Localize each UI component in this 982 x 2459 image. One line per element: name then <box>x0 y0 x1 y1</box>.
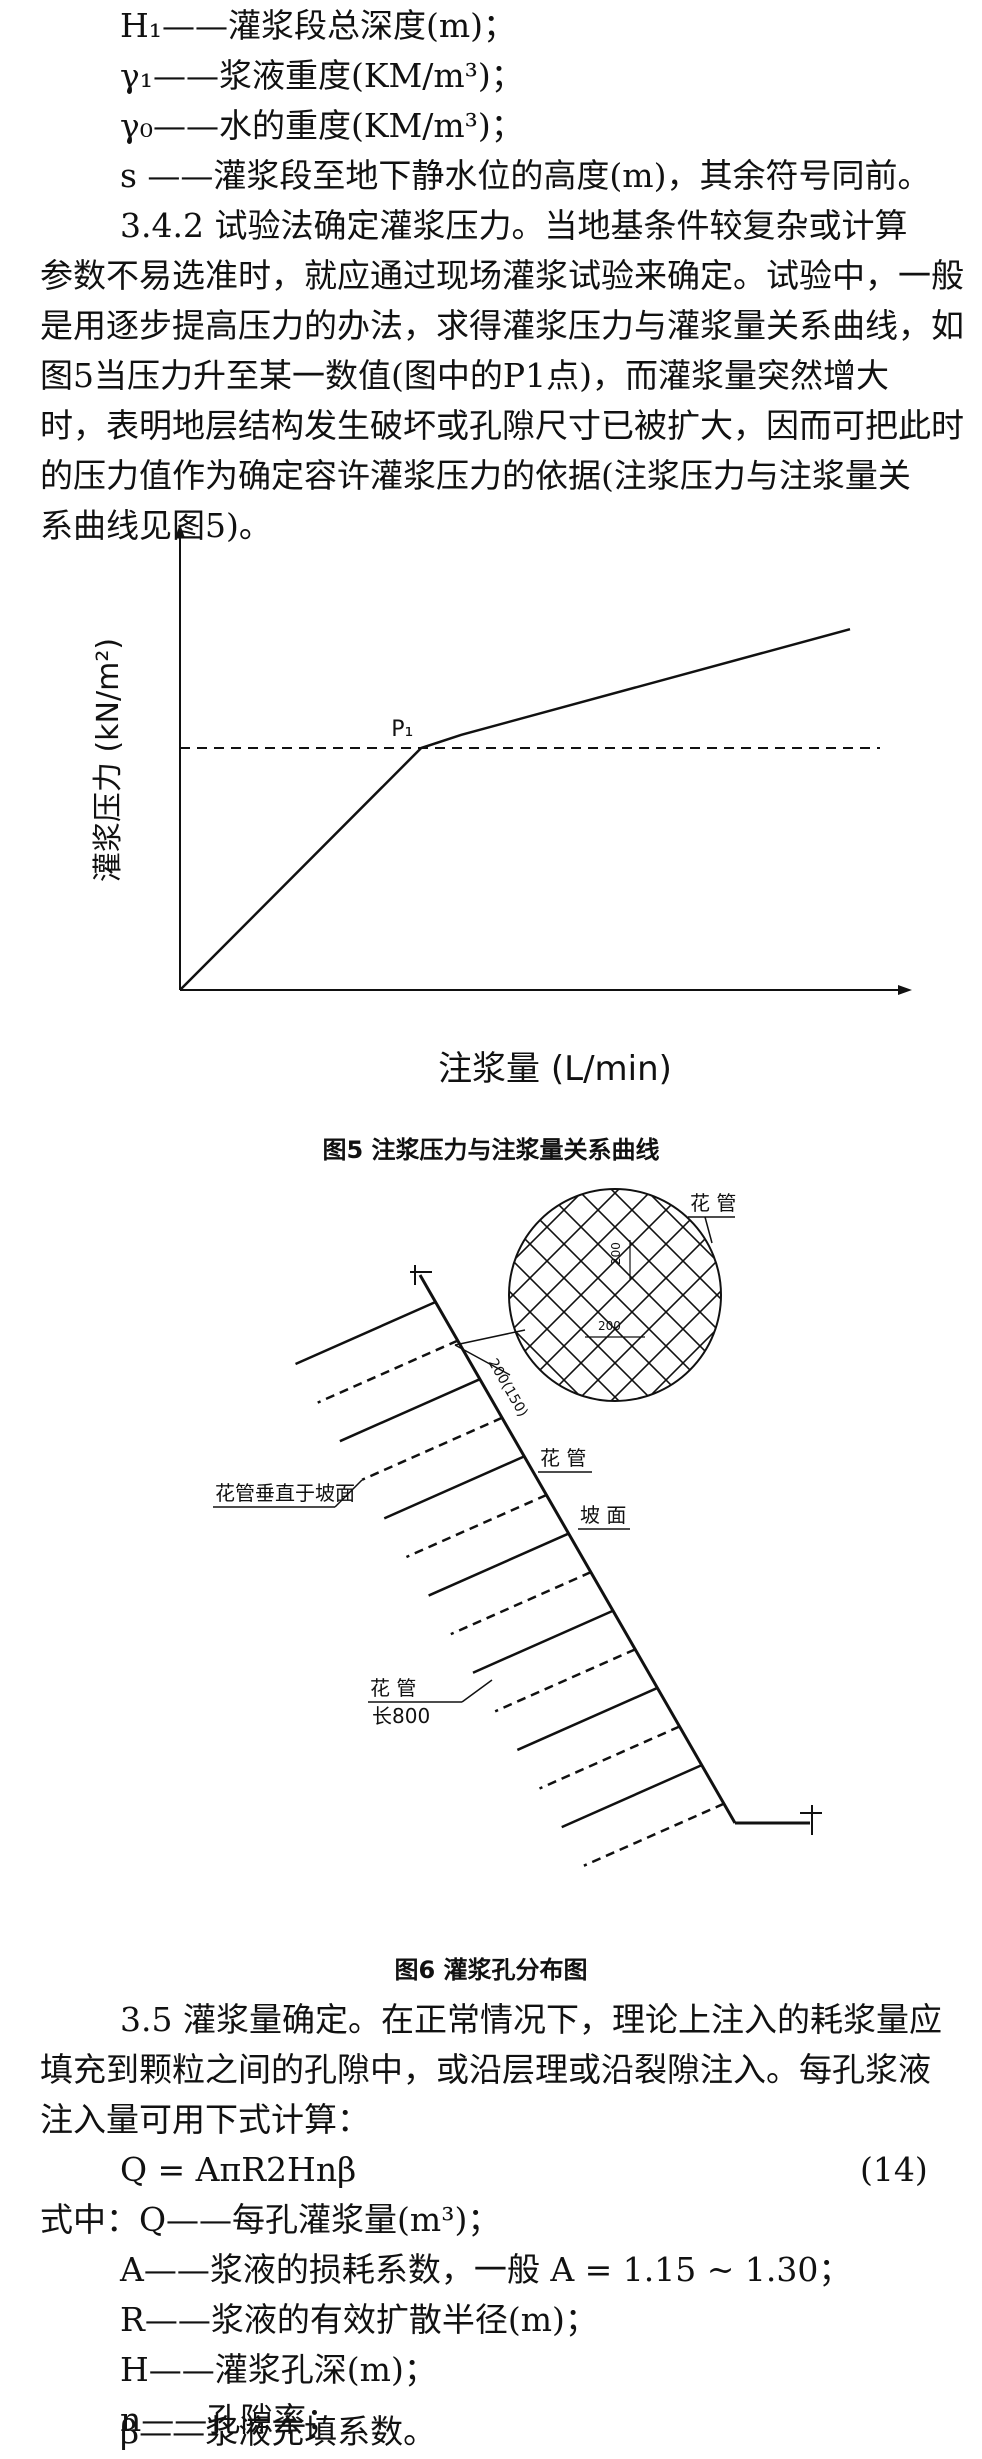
mesh-line <box>532 1189 721 1401</box>
label-leader <box>461 1679 493 1703</box>
grout-pipe <box>428 1532 570 1597</box>
formula-number: (14) <box>860 2150 928 2189</box>
label-slope: 坡 面 <box>580 1503 626 1527</box>
mesh-line <box>668 1189 721 1401</box>
label-flower-pipe-bottom: 花 管 <box>370 1676 416 1700</box>
definition-gamma1: γ₁——浆液重度(KM/m³)； <box>120 56 524 95</box>
label-flower-pipe-top: 花 管 <box>540 1446 586 1470</box>
mesh-line <box>634 1189 721 1401</box>
mesh-line <box>509 1189 698 1401</box>
paragraph-342-line: 系曲线见图5)。 <box>40 506 272 545</box>
grout-pipe <box>383 1455 525 1520</box>
paragraph-342-line: 参数不易选准时，就应通过现场灌浆试验来确定。试验中，一般 <box>40 256 964 295</box>
callout-line <box>454 1329 526 1346</box>
paragraph-342-line: 3.4.2 试验法确定灌浆压力。当地基条件较复杂或计算 <box>120 206 908 245</box>
mesh-spacing-v: 200 <box>609 1242 623 1265</box>
paragraph-35-line: 填充到颗粒之间的孔隙中，或沿层理或沿裂隙注入。每孔浆液 <box>40 2050 931 2089</box>
paragraph-342-line: 是用逐步提高压力的办法，求得灌浆压力与灌浆量关系曲线，如 <box>40 306 964 345</box>
x-axis-arrow <box>898 985 912 995</box>
definition-q: 式中：Q——每孔灌浆量(m³)； <box>40 2200 501 2239</box>
definition-r: R——浆液的有效扩散半径(m)； <box>120 2300 598 2339</box>
grout-pipe <box>295 1300 437 1366</box>
grout-pipe <box>450 1571 592 1636</box>
mesh-detail-circle <box>508 1188 722 1402</box>
grout-pipe <box>339 1378 481 1443</box>
grout-pipe <box>494 1648 636 1713</box>
mesh-grid <box>509 1189 721 1401</box>
paragraph-342-line: 时，表明地层结构发生破坏或孔隙尺寸已被扩大，因而可把此时 <box>40 406 964 445</box>
grout-pipe <box>561 1763 703 1829</box>
x-axis-label: 注浆量 (L/min) <box>438 1049 672 1089</box>
mesh-line <box>509 1189 596 1401</box>
grout-pipe <box>405 1493 547 1559</box>
y-axis-arrow <box>175 524 185 538</box>
definition-n: n——孔隙率； <box>120 2400 340 2439</box>
mesh-line <box>566 1189 721 1401</box>
definition-beta: β——浆液充填系数。 <box>120 2412 437 2451</box>
definition-gamma0: γ₀——水的重度(KM/m³)； <box>120 106 524 145</box>
pressure-curve <box>179 627 851 991</box>
mesh-line <box>634 1189 721 1401</box>
figure-6-caption: 图6 灌浆孔分布图 <box>394 1956 588 1984</box>
slope-line <box>418 1274 737 1824</box>
figure-6-diagram: 200 200 花 管 200(150) 花 管 花管垂直于坡面 坡 面 花 管… <box>213 1188 822 1867</box>
mesh-line <box>509 1189 630 1401</box>
definition-h1: H₁——灌浆段总深度(m)； <box>120 6 517 45</box>
label-flower-pipe-mesh: 花 管 <box>690 1191 736 1215</box>
mesh-line <box>600 1189 721 1401</box>
mesh-line <box>668 1189 721 1401</box>
mesh-line <box>509 1189 596 1401</box>
paragraph-35-line: 注入量可用下式计算： <box>40 2100 370 2139</box>
label-leader <box>334 1479 363 1508</box>
paragraph-342-line: 图5当压力升至某一数值(图中的P1点)，而灌浆量突然增大 <box>40 356 889 395</box>
label-length: 长800 <box>372 1704 430 1728</box>
grout-pipe <box>361 1416 503 1481</box>
figure-5-chart: P₁ 灌浆压力 (kN/m²) 注浆量 (L/min) <box>91 524 912 1089</box>
grout-pipe <box>516 1686 658 1752</box>
label-perpendicular: 花管垂直于坡面 <box>215 1481 355 1505</box>
grout-pipe <box>539 1725 681 1790</box>
mesh-line <box>509 1189 698 1401</box>
label-leader <box>704 1216 713 1244</box>
mesh-line <box>600 1189 721 1401</box>
grout-pipe <box>317 1339 459 1404</box>
mesh-line <box>509 1189 664 1401</box>
mesh-line <box>509 1189 630 1401</box>
mesh-line <box>532 1189 721 1401</box>
mesh-line <box>566 1189 721 1401</box>
point-p1-label: P₁ <box>391 717 413 742</box>
grout-pipe <box>583 1802 725 1867</box>
figure-5-caption: 图5 注浆压力与注浆量关系曲线 <box>322 1136 660 1164</box>
y-axis-label: 灌浆压力 (kN/m²) <box>91 638 126 882</box>
mesh-spacing-h: 200 <box>598 1319 621 1333</box>
callout-line <box>454 1344 511 1376</box>
definition-a: A——浆液的损耗系数，一般 A = 1.15 ~ 1.30； <box>120 2250 852 2289</box>
formula-14: Q = AπR2Hnβ <box>120 2150 357 2189</box>
paragraph-342-line: 的压力值作为确定容许灌浆压力的依据(注浆压力与注浆量关 <box>40 456 911 495</box>
definition-h: H——灌浆孔深(m)； <box>120 2350 437 2389</box>
grout-pipe <box>472 1609 614 1674</box>
label-spacing: 200(150) <box>485 1356 531 1420</box>
paragraph-35-line: 3.5 灌浆量确定。在正常情况下，理论上注入的耗浆量应 <box>120 2000 942 2039</box>
definition-s: s ——灌浆段至地下静水位的高度(m)，其余符号同前。 <box>120 156 931 195</box>
